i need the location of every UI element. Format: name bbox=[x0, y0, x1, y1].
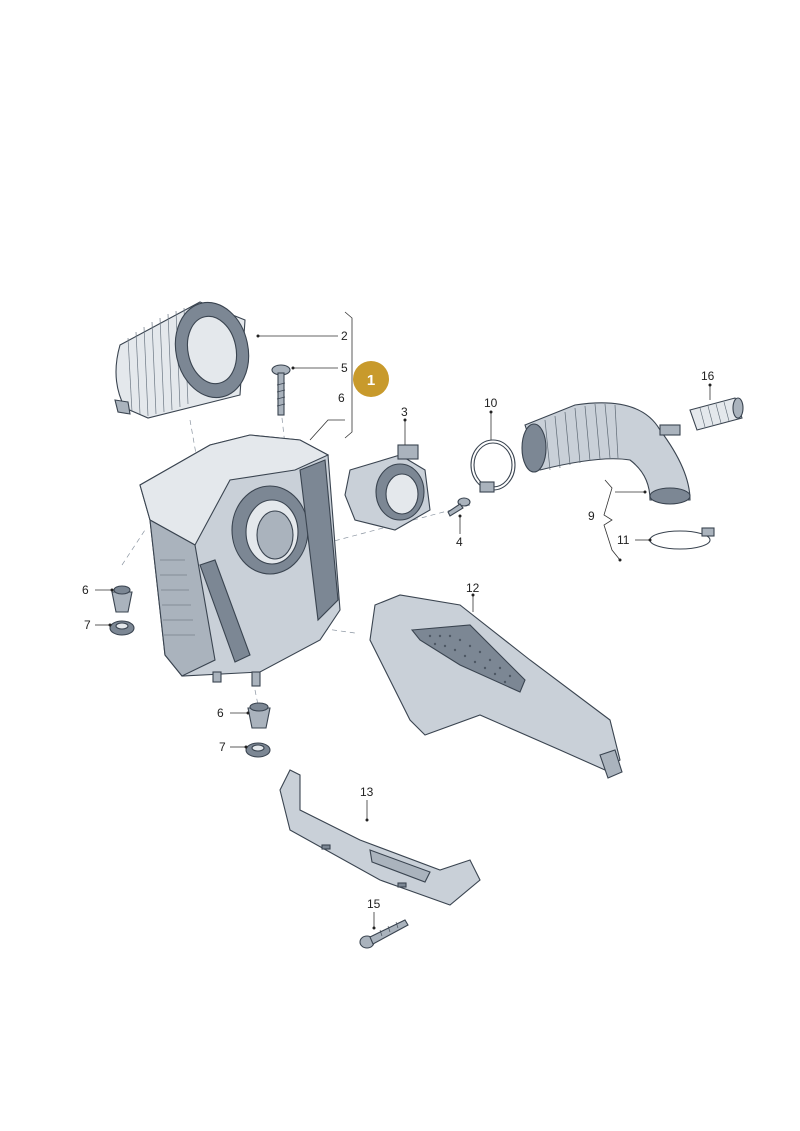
screen-filter-16 bbox=[689, 397, 744, 431]
callout-circle bbox=[353, 361, 389, 397]
label-part-6-bottom: 6 bbox=[217, 706, 224, 720]
air-guide-12 bbox=[369, 594, 623, 779]
label-part-12: 12 bbox=[466, 581, 480, 595]
part-labels: 2 5 6 3 4 10 16 9 11 12 13 15 6 7 6 7 bbox=[82, 329, 715, 911]
label-part-6-left: 6 bbox=[82, 583, 89, 597]
label-part-13: 13 bbox=[360, 785, 374, 799]
label-part-9: 9 bbox=[588, 509, 595, 523]
intake-hose-9 bbox=[521, 402, 691, 505]
seal-ring-7-left bbox=[109, 620, 135, 636]
rubber-mount-6-bottom bbox=[247, 702, 271, 729]
air-mass-meter-3 bbox=[344, 444, 431, 531]
label-part-7-left: 7 bbox=[84, 618, 91, 632]
callout-marker: 1 bbox=[353, 361, 389, 397]
screw-5 bbox=[271, 364, 291, 416]
label-part-15: 15 bbox=[367, 897, 381, 911]
label-part-5: 5 bbox=[341, 361, 348, 375]
callout-number: 1 bbox=[367, 372, 375, 389]
rubber-mount-6-left bbox=[111, 585, 133, 613]
leader-lines bbox=[95, 311, 711, 928]
screw-15 bbox=[359, 919, 409, 949]
hose-clamp-11 bbox=[649, 527, 715, 550]
leader-dots bbox=[108, 334, 712, 930]
air-filter-housing bbox=[139, 434, 341, 687]
bracket-13 bbox=[279, 769, 481, 906]
screw-4 bbox=[447, 497, 471, 517]
label-part-16: 16 bbox=[701, 369, 715, 383]
label-part-11: 11 bbox=[617, 533, 630, 547]
label-part-2: 2 bbox=[341, 329, 348, 343]
label-part-10: 10 bbox=[484, 396, 498, 410]
hose-clamp-10 bbox=[470, 439, 516, 493]
label-part-6-filter: 6 bbox=[338, 391, 345, 405]
seal-ring-7-bottom bbox=[245, 742, 271, 758]
label-part-4: 4 bbox=[456, 535, 463, 549]
label-part-7-bottom: 7 bbox=[219, 740, 226, 754]
air-filter-element bbox=[114, 301, 250, 419]
label-part-3: 3 bbox=[401, 405, 408, 419]
